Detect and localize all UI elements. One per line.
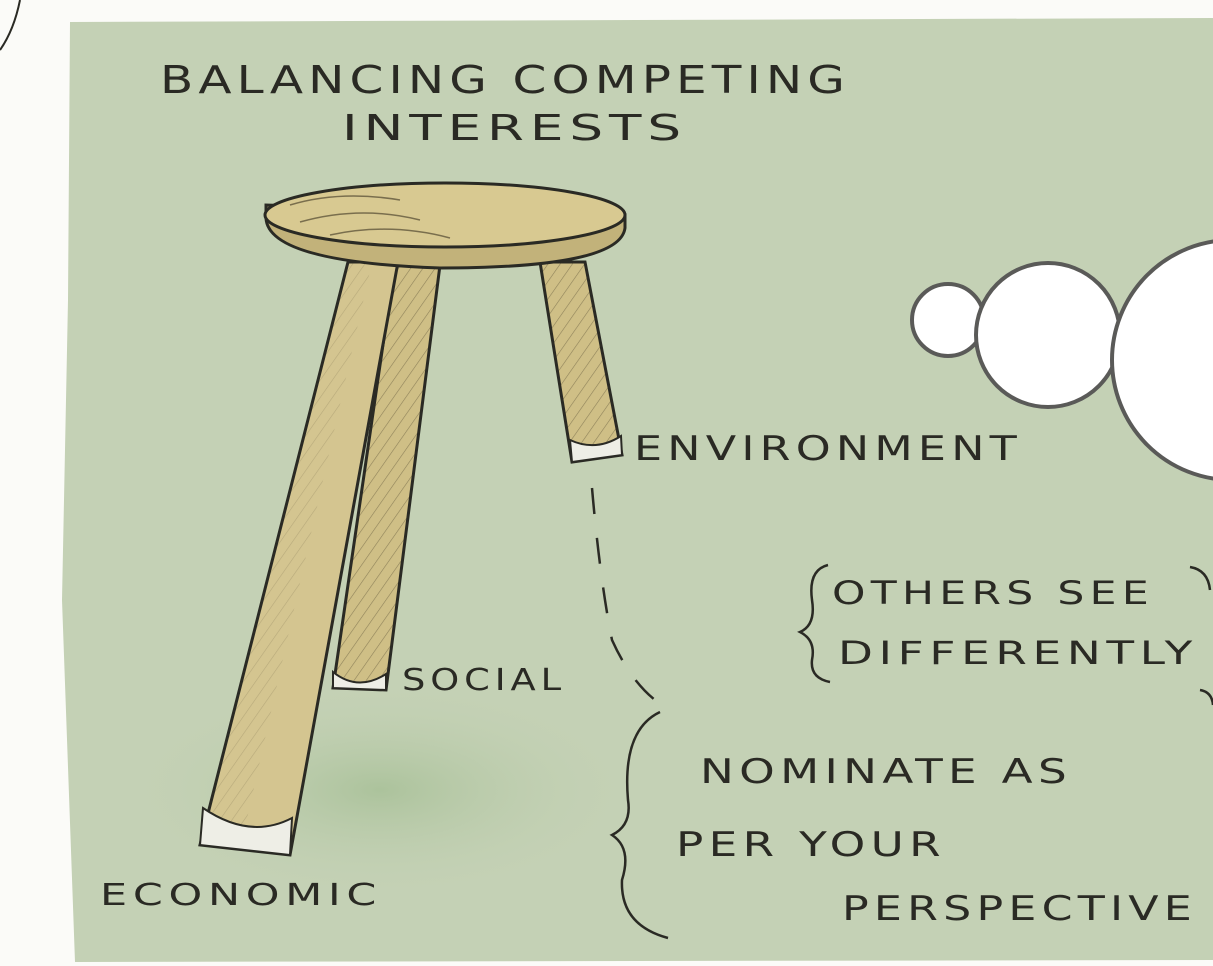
label-social: SOCIAL xyxy=(402,663,566,698)
dashed-connector xyxy=(590,487,656,701)
thought-bubble-small xyxy=(910,282,986,358)
title-line-1: BALANCING COMPETING xyxy=(160,58,850,102)
thought-bubble-large xyxy=(1110,239,1213,481)
thought-bubble-medium xyxy=(974,261,1122,409)
note-others-line-2: DIFFERENTLY xyxy=(838,634,1198,672)
nominate-brace xyxy=(609,710,669,940)
note-nominate-line-3: PERSPECTIVE xyxy=(842,889,1197,929)
label-environment: ENVIRONMENT xyxy=(634,429,1022,469)
note-nominate-line-1: NOMINATE AS xyxy=(700,752,1072,792)
others-brace xyxy=(797,563,831,684)
title-line-2: INTERESTS xyxy=(342,108,687,149)
stool-shadow xyxy=(120,680,640,900)
note-others-line-1: OTHERS SEE xyxy=(832,574,1154,612)
stool-illustration xyxy=(198,181,627,857)
label-economic: ECONOMIC xyxy=(100,878,382,913)
note-nominate-line-2: PER YOUR xyxy=(676,825,946,865)
corner-arc xyxy=(0,0,21,51)
thought-bubbles xyxy=(910,239,1213,481)
